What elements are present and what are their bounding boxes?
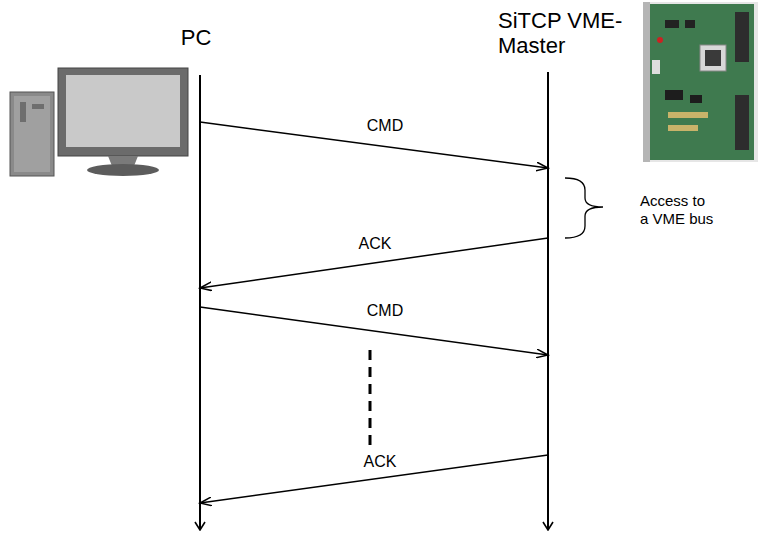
participant-header: PC — [166, 25, 226, 50]
annotation-text: Access to a VME bus — [640, 192, 717, 228]
lifeline — [199, 75, 201, 530]
lifeline — [547, 72, 549, 530]
message-label: ACK — [356, 235, 395, 253]
continuation-dash — [369, 350, 372, 446]
message-label: CMD — [364, 302, 406, 320]
message-label: CMD — [364, 117, 406, 135]
participant-name: SiTCP VME-Master — [498, 8, 632, 58]
vme-board-photo — [643, 2, 758, 162]
participant-header: SiTCP VME-Master — [498, 8, 632, 58]
computer-icon — [10, 68, 188, 176]
participant-name: PC — [166, 25, 226, 50]
message-label: ACK — [361, 453, 400, 471]
brace — [565, 178, 603, 238]
